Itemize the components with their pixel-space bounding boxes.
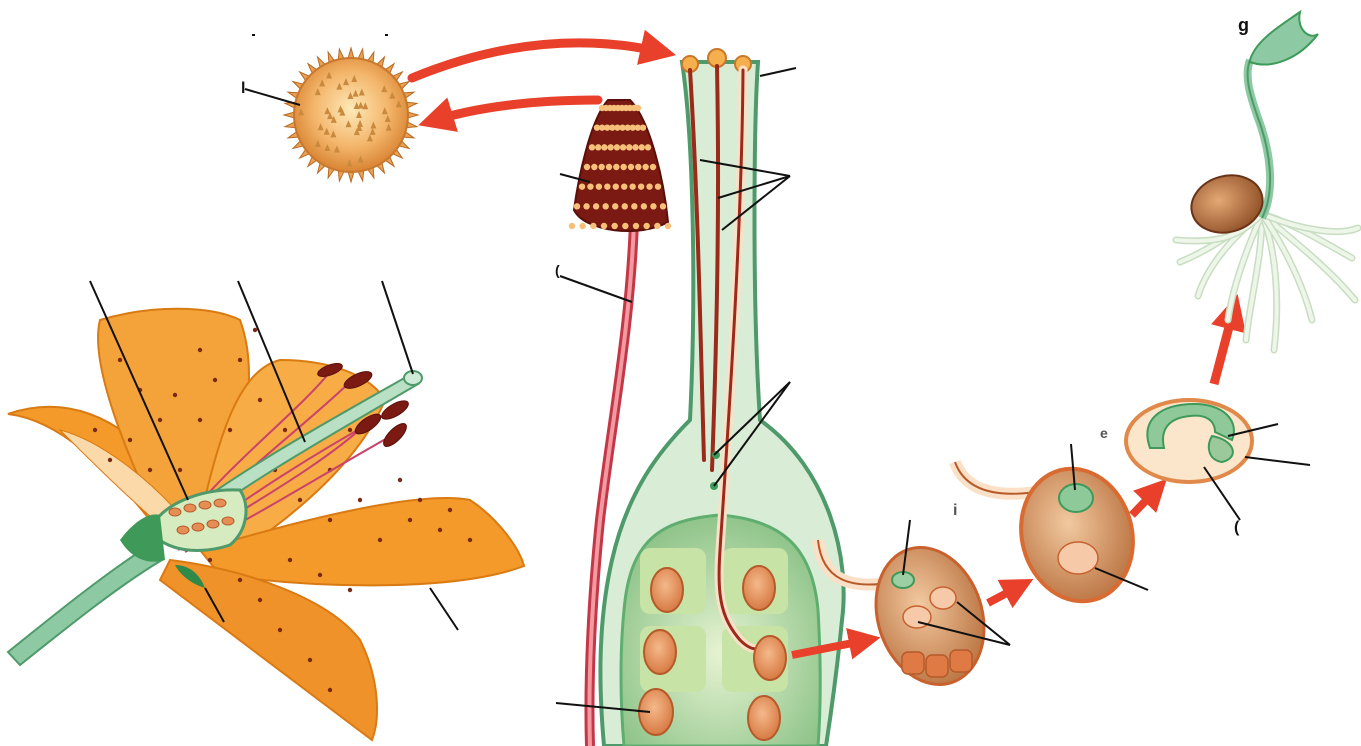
- seedling: [1176, 12, 1358, 350]
- developing-seed: [955, 456, 1147, 614]
- label-fragment-e: e: [1100, 426, 1108, 440]
- mature-seed: [1126, 400, 1252, 482]
- pollen-grain: [284, 48, 418, 182]
- stage2-embryo: [1059, 484, 1093, 512]
- label-fragment-i: i: [953, 503, 957, 519]
- stage2-endosperm-nucleus: [1058, 542, 1098, 574]
- arrow-anther-to-pollen: [432, 100, 598, 121]
- arrow-stage2-to-stage3: [1132, 488, 1158, 515]
- stage2-seed: [1007, 456, 1148, 614]
- arrow-ovule-to-stage2: [988, 585, 1022, 603]
- pollen-body: [294, 58, 408, 172]
- lily-flower: [8, 309, 524, 740]
- receptacle: [120, 514, 165, 561]
- flower-stem: [8, 545, 162, 665]
- label-fragment-paren: (: [555, 263, 560, 277]
- label-fragment-marks: [252, 34, 388, 36]
- label-fragment-paren-2: (: [1234, 520, 1239, 536]
- petal-bottom: [160, 560, 377, 740]
- seedling-roots: [1176, 214, 1358, 350]
- seedling-leaves: [1250, 12, 1318, 64]
- label-fragment-g: g: [1238, 16, 1249, 34]
- arrow-pollen-to-stigma: [412, 43, 662, 78]
- label-fragment-l: l: [241, 81, 245, 97]
